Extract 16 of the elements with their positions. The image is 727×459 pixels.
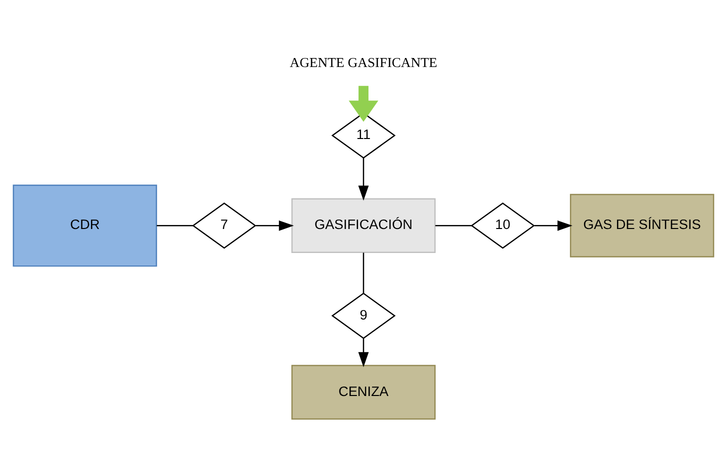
arrow: [348, 85, 378, 122]
node-box: CDR: [12, 184, 158, 266]
node-box: CENIZA: [291, 364, 436, 420]
arrow: [534, 220, 572, 230]
node-diamond: 7: [192, 202, 256, 248]
node-diamond: 9: [331, 292, 396, 338]
node-box: GAS DE SÍNTESIS: [570, 193, 714, 257]
arrow: [358, 157, 369, 200]
connector: [362, 252, 364, 293]
node-diamond: 10: [470, 202, 535, 248]
connector: [435, 224, 472, 226]
node-text: AGENTE GASIFICANTE: [290, 54, 438, 70]
node-box: GASIFICACIÓN: [291, 198, 436, 252]
arrow: [256, 220, 294, 230]
connector: [156, 224, 194, 226]
arrow: [358, 338, 369, 367]
